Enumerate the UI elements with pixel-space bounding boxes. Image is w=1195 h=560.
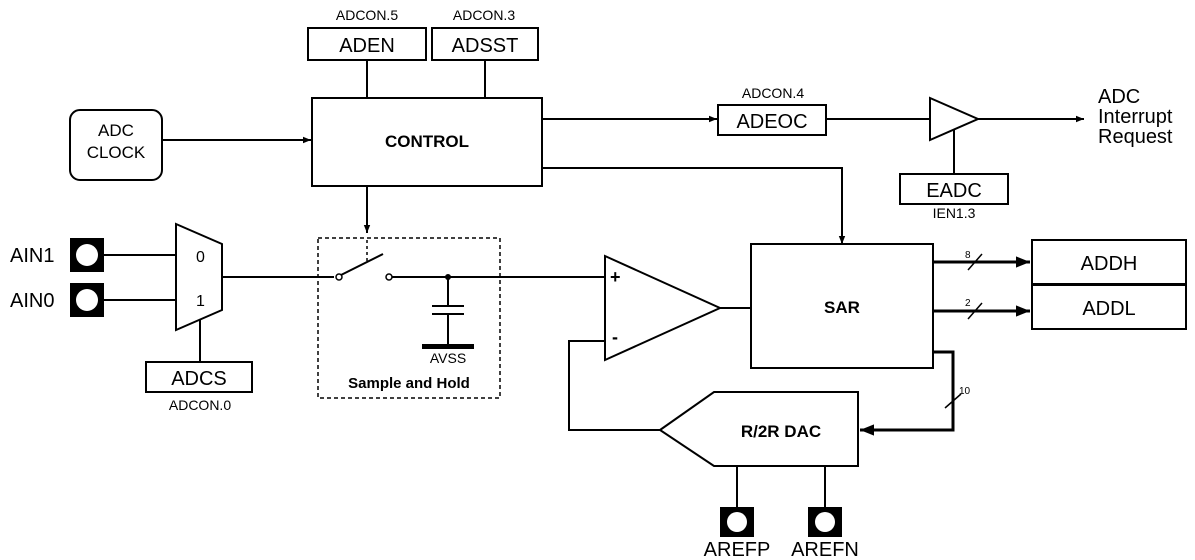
addh-box [1031,239,1187,285]
aden-register: ADCON.5 ADEN [307,7,427,61]
mux-body [175,222,223,332]
arefn-pad-hole [815,512,835,532]
dac-feedback-line [568,340,660,431]
sample-hold-box [317,237,501,399]
aden-label: ADEN [339,35,395,57]
addh-label: ADDH [1081,253,1138,275]
adcs-box [145,361,253,393]
dac-block: R/2R DAC [658,391,859,467]
interrupt-request-label: ADC Interrupt Request [1098,86,1173,148]
arefp-pin: AREFP [704,507,771,560]
ain1-pin: AIN1 [10,238,104,272]
eadc-box [899,173,1009,205]
adc-clock-box [69,109,163,181]
eadc-caption: IEN1.3 [933,205,976,221]
control-label: CONTROL [385,132,469,151]
dac-bus-width: 10 [959,386,971,397]
adc-clock-line2: CLOCK [87,143,146,162]
switch-contact-left [335,273,343,281]
control-block: CONTROL [311,97,543,187]
dac-label: R/2R DAC [741,422,821,441]
addl-box [1031,284,1187,330]
ain0-label: AIN0 [10,290,54,312]
comparator-minus: - [612,327,618,347]
adc-clock-line1: ADC [98,121,134,140]
eadc-label: EADC [926,180,982,202]
arefn-pin: AREFN [791,507,859,560]
ain1-label: AIN1 [10,245,54,267]
addl-label: ADDL [1082,298,1135,320]
avss-label: AVSS [430,350,466,366]
sar-block: SAR [750,243,934,369]
arefn-label: AREFN [791,539,859,560]
adeoc-register: ADCON.4 ADEOC [717,85,827,136]
mux-input1-label: 1 [196,293,205,310]
comparator: + - [604,254,723,362]
sample-hold-block: Sample and Hold [317,237,501,399]
ain0-pad-hole [76,289,98,311]
control-box [311,97,543,187]
output-line1: ADC [1098,86,1140,108]
control-to-sar-arrow [542,167,846,244]
adcs-label: ADCS [171,368,227,390]
adsst-caption: ADCON.3 [453,7,515,23]
ain0-pin: AIN0 [10,283,104,317]
addl-register: ADDL [1031,284,1187,330]
addl-bus-width: 2 [965,298,971,309]
output-line3: Request [1098,126,1173,148]
switch-blade [340,253,384,276]
interrupt-gate [929,96,981,142]
comparator-body [604,254,723,362]
ground-bar [422,344,474,349]
input-mux: 0 1 [175,222,223,332]
addh-bus-slash [967,253,983,271]
adeoc-box [717,104,827,136]
adeoc-caption: ADCON.4 [742,85,804,101]
adcs-register: ADCS ADCON.0 [145,361,253,413]
addh-bus-width: 8 [965,250,971,261]
aden-caption: ADCON.5 [336,7,398,23]
dac-body [658,391,859,467]
ain1-pad-hole [76,244,98,266]
addl-bus-slash [967,302,983,320]
output-line2: Interrupt [1098,106,1173,128]
arefp-label: AREFP [704,539,771,560]
dac-bus-slash [944,393,962,409]
adsst-register: ADCON.3 ADSST [431,7,539,61]
sar-box [750,243,934,369]
arefp-pad-hole [727,512,747,532]
eadc-register: EADC IEN1.3 [899,173,1009,221]
sar-to-dac-bus [860,350,955,436]
comparator-plus: + [610,267,621,287]
sample-hold-label: Sample and Hold [348,375,470,392]
sar-label: SAR [824,298,860,317]
adeoc-label: ADEOC [736,111,807,133]
adcs-caption: ADCON.0 [169,397,231,413]
addh-register: ADDH [1031,239,1187,285]
switch-contact-right [385,273,393,281]
adsst-label: ADSST [452,35,519,57]
adc-clock-block: ADC CLOCK [69,109,163,181]
mux-input0-label: 0 [196,249,205,266]
